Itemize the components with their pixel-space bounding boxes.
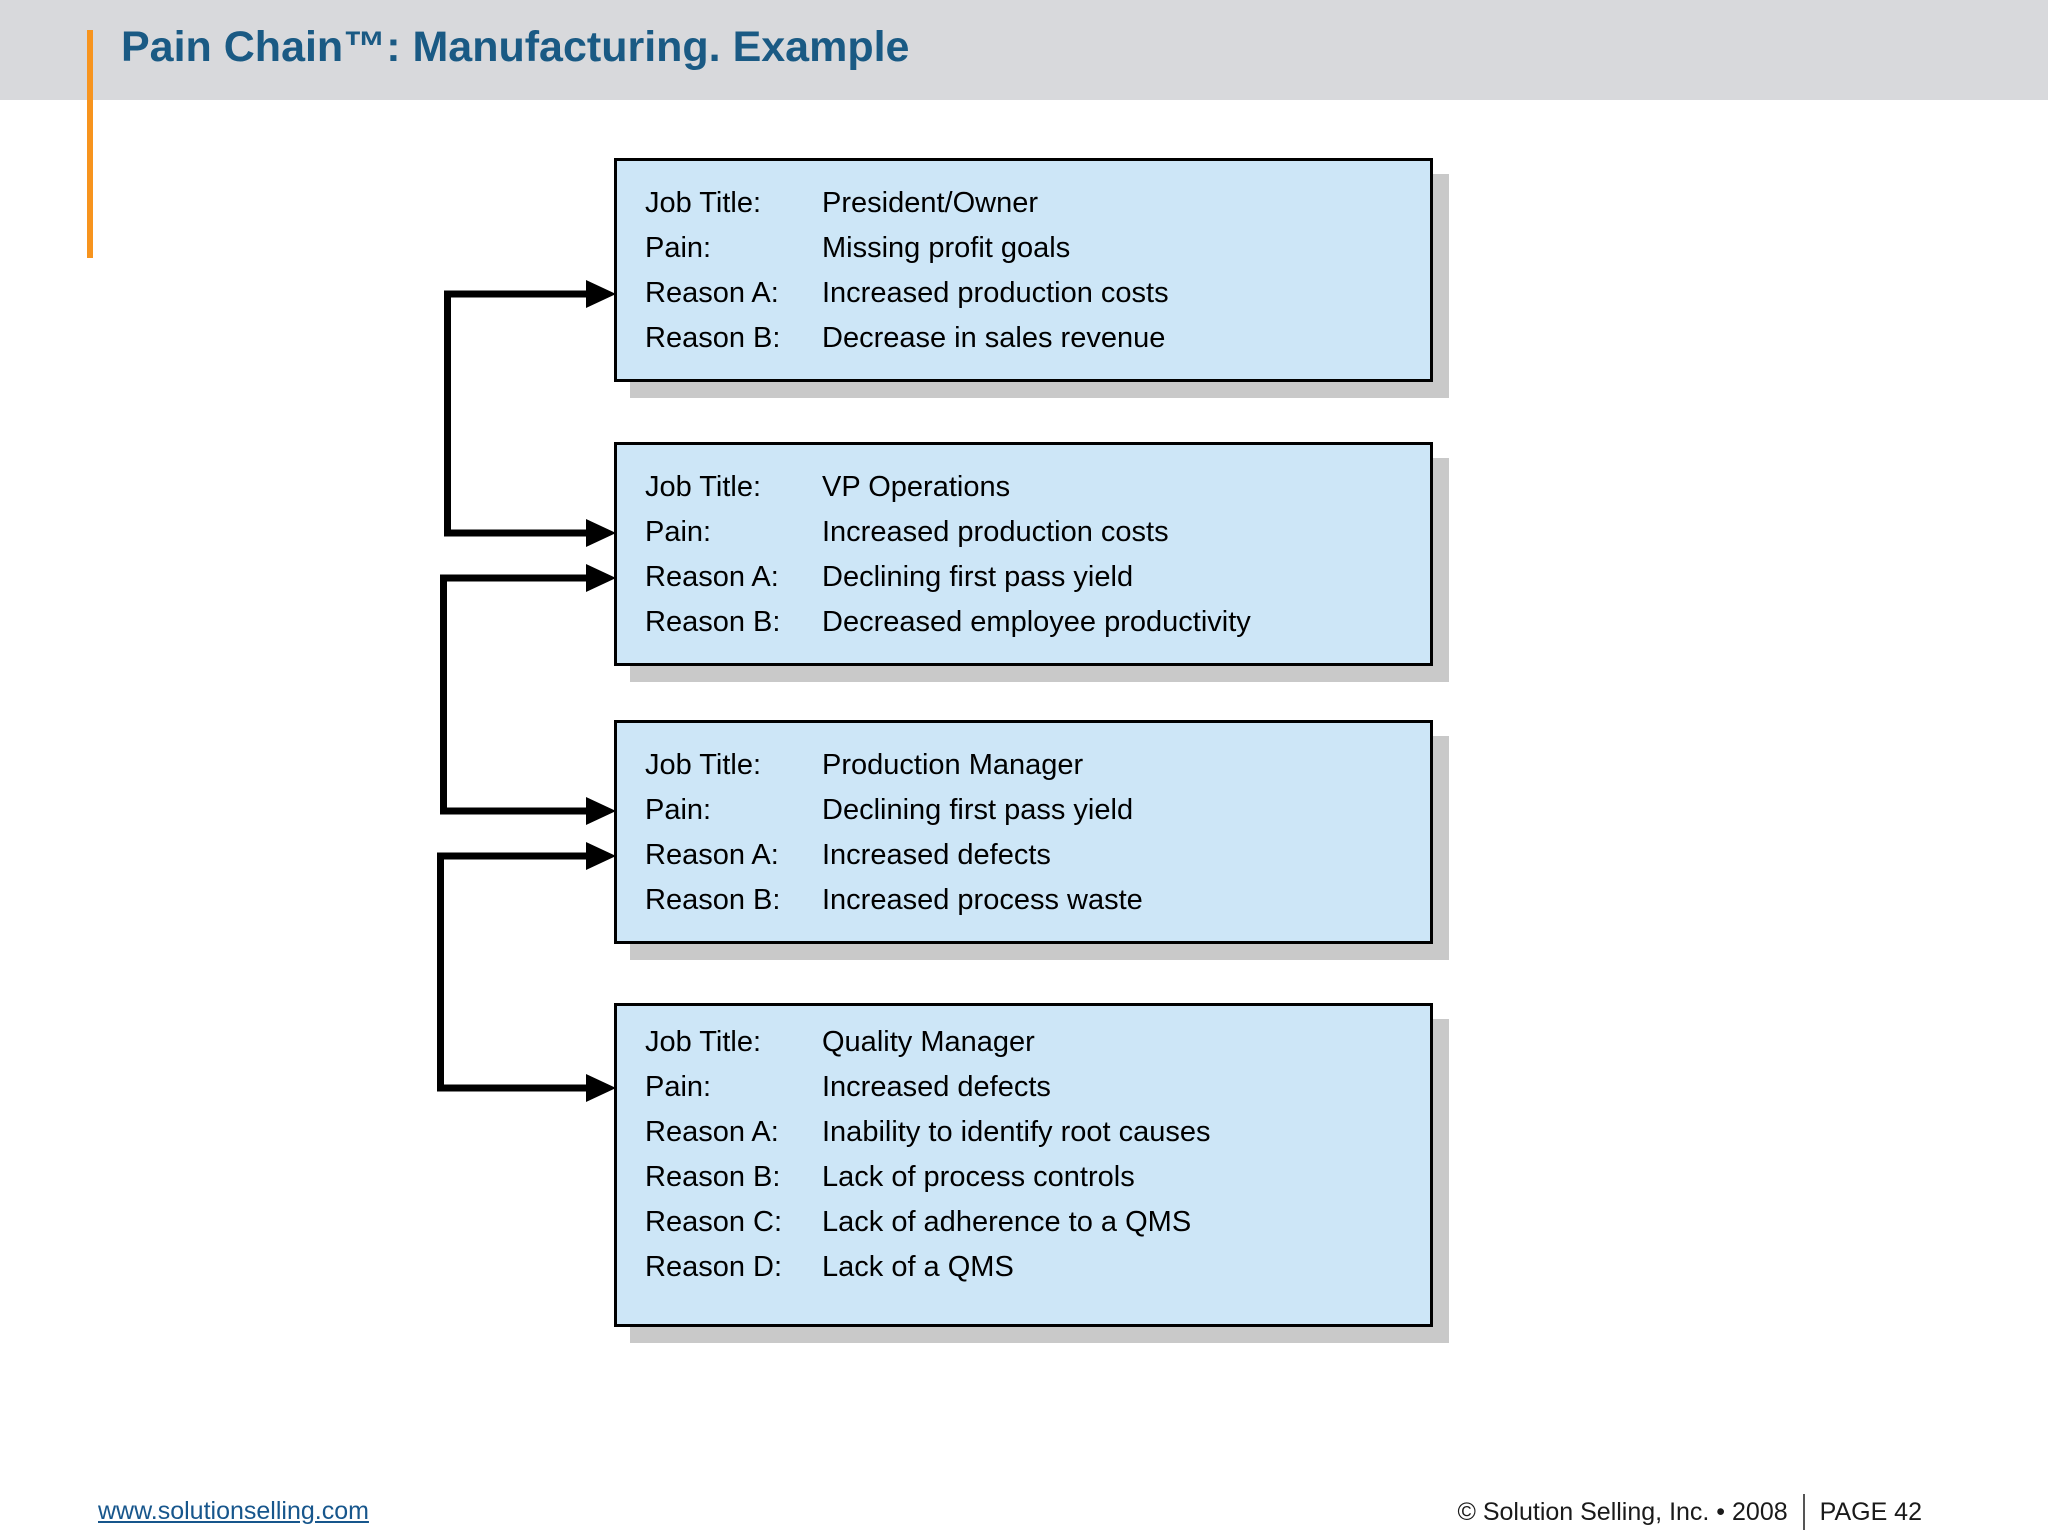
box-row: Reason D: Lack of a QMS (645, 1245, 1420, 1290)
box-row: Reason A: Declining first pass yield (645, 555, 1420, 600)
row-value: Declining first pass yield (822, 561, 1134, 593)
row-label: Reason B: (645, 322, 781, 354)
row-label: Reason D: (645, 1251, 783, 1283)
row-label: Pain: (645, 516, 712, 548)
accent-line (87, 30, 93, 258)
row-value: Production Manager (822, 749, 1084, 781)
row-label: Reason A: (645, 561, 779, 593)
row-value: Inability to identify root causes (822, 1116, 1211, 1148)
header-band (0, 0, 2048, 100)
footer-divider (1802, 1494, 1805, 1530)
box-row: Pain: Declining first pass yield (645, 788, 1420, 833)
box-row: Reason B: Decreased employee productivit… (645, 600, 1420, 645)
row-value: Increased production costs (822, 277, 1169, 309)
box-row: Job Title: VP Operations (645, 465, 1420, 510)
footer-right: © Solution Selling, Inc. • 2008 PAGE 42 (1457, 1494, 1922, 1530)
box-row: Pain: Increased production costs (645, 510, 1420, 555)
row-label: Reason A: (645, 1116, 779, 1148)
row-label: Reason A: (645, 839, 779, 871)
row-value: Lack of adherence to a QMS (822, 1206, 1192, 1238)
row-label: Pain: (645, 232, 712, 264)
box-row: Reason B: Lack of process controls (645, 1155, 1420, 1200)
website-link[interactable]: www.solutionselling.com (98, 1497, 369, 1525)
pain-chain-box-president-owner: Job Title: President/Owner Pain: Missing… (614, 158, 1433, 382)
row-value: Increased defects (822, 1071, 1051, 1103)
box-row: Reason B: Decrease in sales revenue (645, 316, 1420, 361)
row-label: Pain: (645, 794, 712, 826)
box-row: Reason A: Increased production costs (645, 271, 1420, 316)
row-label: Job Title: (645, 471, 762, 503)
row-label: Reason A: (645, 277, 779, 309)
connector-arrow-1 (444, 280, 616, 547)
row-value: Increased production costs (822, 516, 1169, 548)
row-label: Reason B: (645, 606, 781, 638)
box-row: Reason C: Lack of adherence to a QMS (645, 1200, 1420, 1245)
row-label: Reason B: (645, 1161, 781, 1193)
row-value: Decreased employee productivity (822, 606, 1251, 638)
row-value: Missing profit goals (822, 232, 1071, 264)
box-row: Job Title: Production Manager (645, 743, 1420, 788)
row-value: VP Operations (822, 471, 1011, 503)
row-label: Pain: (645, 1071, 712, 1103)
row-value: Quality Manager (822, 1026, 1035, 1058)
pain-chain-box-production-manager: Job Title: Production Manager Pain: Decl… (614, 720, 1433, 944)
row-label: Job Title: (645, 749, 762, 781)
box-row: Pain: Increased defects (645, 1065, 1420, 1110)
row-value: President/Owner (822, 187, 1038, 219)
row-value: Lack of a QMS (822, 1251, 1014, 1283)
box-row: Reason A: Inability to identify root cau… (645, 1110, 1420, 1155)
row-label: Job Title: (645, 187, 762, 219)
row-value: Increased defects (822, 839, 1051, 871)
box-row: Job Title: Quality Manager (645, 1020, 1420, 1065)
pain-chain-box-quality-manager: Job Title: Quality Manager Pain: Increas… (614, 1003, 1433, 1327)
pain-chain-box-vp-operations: Job Title: VP Operations Pain: Increased… (614, 442, 1433, 666)
copyright-text: © Solution Selling, Inc. • 2008 (1457, 1497, 1788, 1526)
row-value: Decrease in sales revenue (822, 322, 1166, 354)
box-row: Reason A: Increased defects (645, 833, 1420, 878)
connector-arrow-3 (437, 842, 616, 1102)
connector-arrow-2 (440, 564, 616, 825)
box-row: Reason B: Increased process waste (645, 878, 1420, 923)
row-label: Job Title: (645, 1026, 762, 1058)
row-label: Reason B: (645, 884, 781, 916)
page-number: PAGE 42 (1819, 1497, 1922, 1526)
row-value: Lack of process controls (822, 1161, 1135, 1193)
row-value: Declining first pass yield (822, 794, 1134, 826)
box-row: Job Title: President/Owner (645, 181, 1420, 226)
box-row: Pain: Missing profit goals (645, 226, 1420, 271)
page-title: Pain Chain™: Manufacturing. Example (121, 23, 910, 71)
row-value: Increased process waste (822, 884, 1143, 916)
row-label: Reason C: (645, 1206, 783, 1238)
